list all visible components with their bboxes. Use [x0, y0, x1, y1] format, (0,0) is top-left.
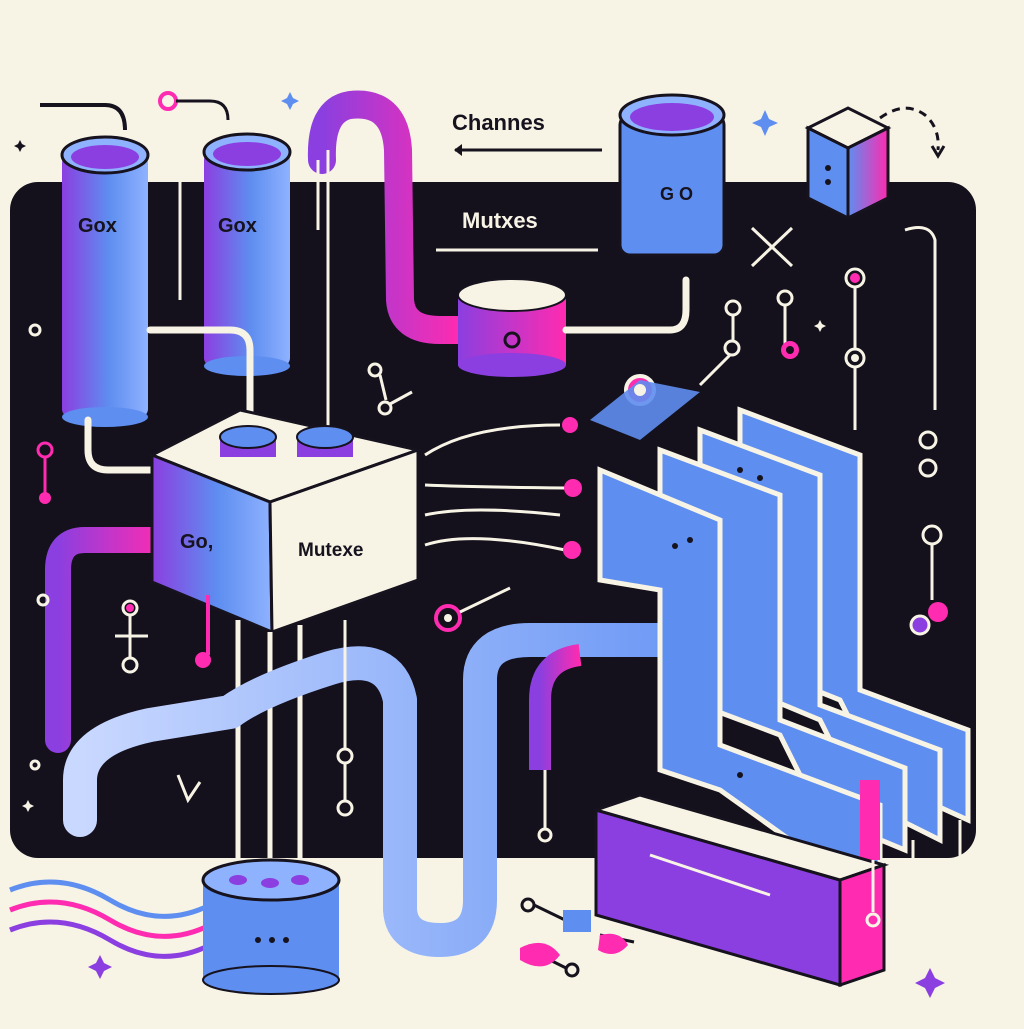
- x-mark: [750, 226, 794, 268]
- label-tank-right: G O: [660, 184, 693, 204]
- thin-lines: [178, 150, 330, 430]
- connector-lines: [84, 276, 690, 474]
- signal-dot-2: [564, 479, 582, 497]
- pipe-center-magenta: [529, 644, 582, 770]
- label-block-front: Mutexe: [298, 540, 363, 561]
- magenta-nodes: [36, 273, 948, 636]
- bottom-node-shapes: [22, 320, 945, 998]
- pipe-top-snake: [307, 90, 476, 344]
- label-block-left: Go,: [180, 531, 213, 553]
- signal-dot-1: [562, 417, 578, 433]
- channel-tank-left: [60, 135, 150, 427]
- label-tank-middle: Gox: [218, 215, 257, 237]
- label-tank-left: Gox: [78, 215, 117, 237]
- channel-tank-right: [618, 93, 726, 257]
- magenta-bar: [590, 793, 890, 988]
- bottom-cylinder: [201, 858, 341, 995]
- node-network: [28, 226, 968, 928]
- label-channes: Channes: [452, 110, 545, 135]
- pipe-main-white: [63, 623, 682, 957]
- signal-lines: [424, 423, 566, 552]
- arrow-channes: [454, 144, 602, 156]
- signal-dot-3: [563, 541, 581, 559]
- mutex-cube: [148, 408, 424, 635]
- small-cube: [804, 106, 892, 221]
- pipe-left-magenta: [45, 527, 178, 753]
- label-mutxes: Mutxes: [462, 208, 538, 233]
- top-decorations: [14, 91, 946, 159]
- channel-tank-middle: [202, 132, 292, 376]
- bottom-left-lines: [9, 879, 212, 959]
- node-magenta-dot: [195, 652, 211, 668]
- hub-cylinder-top: [457, 278, 567, 377]
